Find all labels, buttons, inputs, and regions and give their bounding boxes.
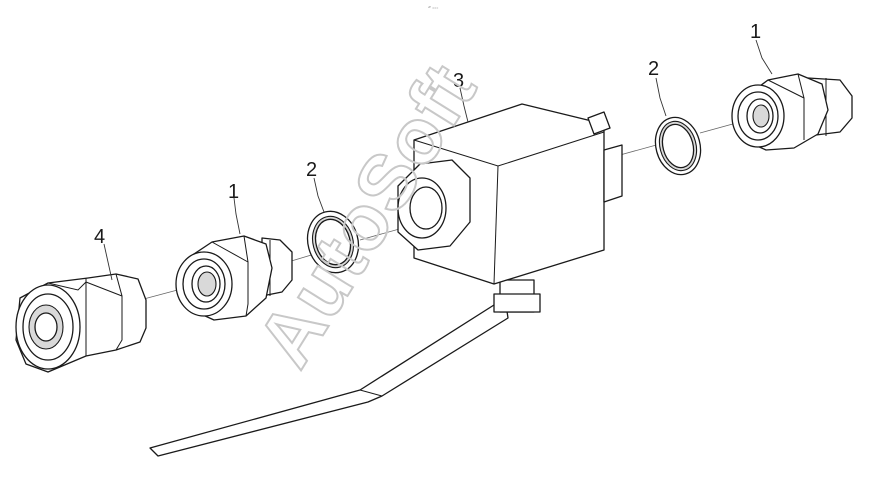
left-washer-part <box>306 210 360 274</box>
right-fitting-part <box>731 73 853 151</box>
right-washer-part <box>654 116 702 176</box>
callout-part-2-right: 2 <box>648 58 659 80</box>
left-fitting-part <box>175 235 293 321</box>
callout-part-4: 4 <box>94 226 105 248</box>
leader-lines <box>103 39 773 281</box>
union-nut-part <box>15 273 147 373</box>
callout-part-3: 3 <box>453 70 464 92</box>
callout-part-1-right: 1 <box>750 21 761 43</box>
top-mark: ᵛᴾ ₌₌₌ <box>427 5 438 10</box>
valve-body-part <box>149 103 623 457</box>
callout-part-1-left: 1 <box>228 181 239 203</box>
callout-part-2-left: 2 <box>306 159 317 181</box>
